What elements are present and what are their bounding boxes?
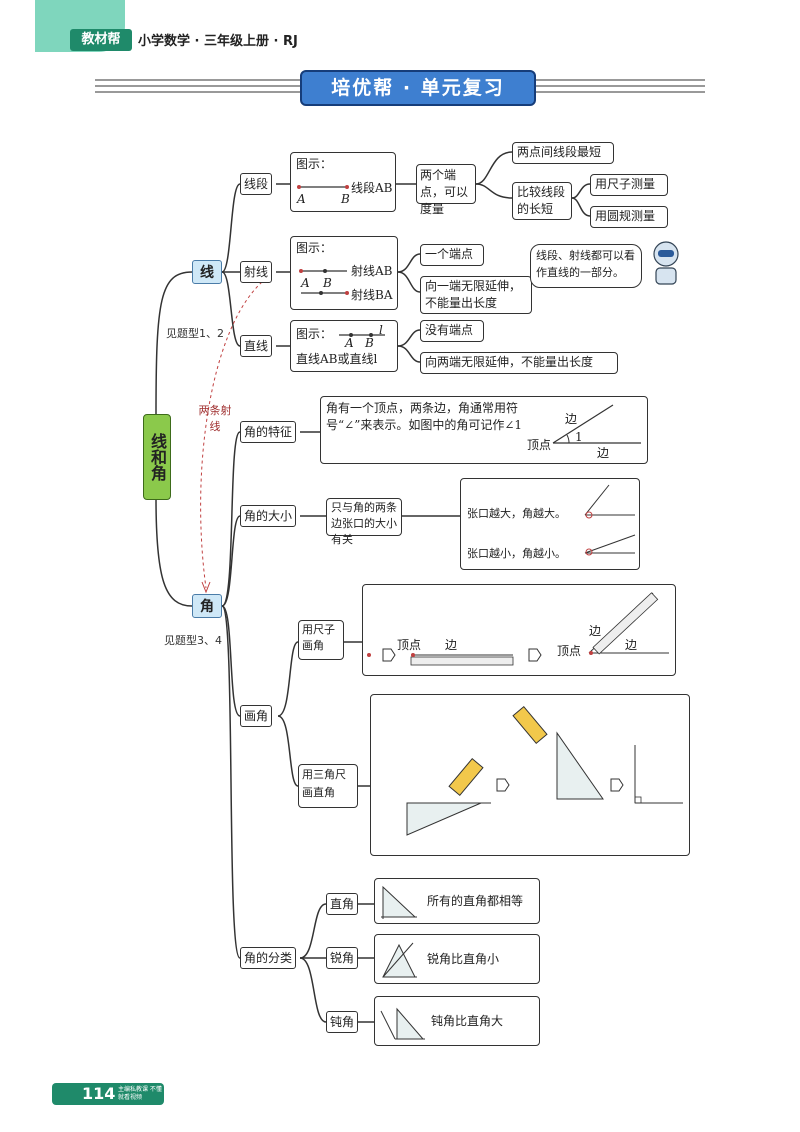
node-angle-size: 角的大小 [240,505,297,527]
node-angle-classify: 角的分类 [240,947,297,969]
page-number: 114 [82,1084,116,1103]
acute-angle-text: 锐角比直角小 [427,952,500,966]
draw-ruler-side: 边 [445,638,458,652]
ray-prop-one-end: 一个端点 [420,244,484,266]
angle-smaller: 张口越小，角越小。 [467,547,566,560]
draw-ruler-vertex: 顶点 [397,638,422,652]
segment-props: 两个端点，可以度量 [416,164,476,216]
angle-ref: 见题型3、4 [164,634,222,647]
segment-compare: 比较线段的长短 [512,182,572,220]
angle-one: 1 [575,430,583,444]
angle-side-bottom: 边 [597,446,610,460]
node-ray: 射线 [240,261,273,283]
acute-angle-box: 锐角比直角小 [374,934,540,984]
straight-prop-extend: 向两端无限延伸，不能量出长度 [420,352,618,374]
segment-shortest: 两点间线段最短 [512,142,614,164]
draw-triangle-box [370,694,690,856]
brand-label: 教材帮 [70,29,132,51]
draw-with-triangle: 用三角尺画直角 [298,764,358,808]
node-angle-features: 角的特征 [240,421,297,443]
node-angle: 角 [192,594,222,618]
robot-note: 线段、射线都可以看作直线的一部分。 [530,244,642,288]
node-draw-angle: 画角 [240,705,273,727]
node-acute-angle: 锐角 [326,947,359,969]
straight-a: A [345,336,354,350]
obtuse-angle-text: 钝角比直角大 [431,1014,504,1028]
right-angle-figure [381,885,417,919]
angle-side-top: 边 [565,412,578,426]
node-right-angle: 直角 [326,893,359,915]
segment-diagram-title: 图示： [296,157,333,171]
straight-b: B [365,336,374,350]
segment-compass: 用圆规测量 [590,206,668,228]
segment-b: B [341,192,350,206]
page-footer: 114 主编私教课 不懂就看视频 [52,1083,164,1105]
ray-name-ba: 射线BA [351,288,393,302]
straight-prop-no-end: 没有端点 [420,320,484,342]
obtuse-angle-figure [380,1007,425,1040]
node-line: 线 [192,260,222,284]
straight-diagram-title: 图示： [296,327,333,341]
angle-size-figure [584,484,636,556]
draw-with-ruler: 用尺子画角 [298,620,344,660]
angle-size-text: 只与角的两条边张口的大小有关 [326,498,402,546]
draw-triangle-figure [406,706,683,836]
draw-ruler-side2: 边 [589,624,602,638]
angle-features-box: 角有一个顶点，两条边，角通常用符号“∠”来表示。如图中的角可记作∠1 边 顶点 … [320,396,648,464]
ray-diagram: 图示： A B 射线AB 射线BA [290,236,398,310]
straight-figure [339,333,385,337]
ray-figure [299,269,349,295]
segment-diagram: 图示： A B 线段AB [290,152,396,212]
page-banner: 培优帮 · 单元复习 [300,70,536,106]
angle-bigger: 张口越大，角越大。 [467,507,566,520]
segment-a: A [297,192,306,206]
ray-b: B [323,276,332,290]
node-obtuse-angle: 钝角 [326,1011,359,1033]
right-angle-box: 所有的直角都相等 [374,878,540,924]
angle-features-figure [552,404,641,444]
line-ref: 见题型1、2 [166,327,224,340]
draw-ruler-box: 顶点 边 顶点 边 边 [362,584,676,676]
straight-name: 直线AB或直线l [296,352,378,366]
ray-a: A [301,276,310,290]
straight-l: l [379,323,383,337]
draw-ruler-figure [367,592,669,666]
footer-tag: 主编私教课 不懂就看视频 [118,1086,162,1101]
angle-size-box: 张口越大，角越大。 张口越小，角越小。 [460,478,640,570]
ray-name-ab: 射线AB [351,264,393,278]
node-segment: 线段 [240,173,273,195]
angle-features-text: 角有一个顶点，两条边，角通常用符号“∠”来表示。如图中的角可记作∠1 [326,401,523,432]
line-angle-link: 两条射线 [198,404,232,433]
root-node: 线和角 [143,414,171,500]
straight-diagram: 图示： l A B 直线AB或直线l [290,320,398,372]
segment-ruler: 用尺子测量 [590,174,668,196]
draw-ruler-vertex2: 顶点 [557,644,582,658]
node-straight-line: 直线 [240,335,273,357]
acute-angle-figure [382,942,417,978]
ray-diagram-title: 图示： [296,241,333,255]
segment-name: 线段AB [351,181,393,195]
angle-vertex: 顶点 [527,438,552,452]
obtuse-angle-box: 钝角比直角大 [374,996,540,1046]
right-angle-text: 所有的直角都相等 [427,894,524,908]
robot-icon [653,241,679,285]
draw-ruler-side3: 边 [625,638,638,652]
header-subtitle: 小学数学 · 三年级上册 · RJ [138,34,298,49]
segment-figure [297,185,349,189]
ray-prop-extend: 向一端无限延伸，不能量出长度 [420,276,532,314]
